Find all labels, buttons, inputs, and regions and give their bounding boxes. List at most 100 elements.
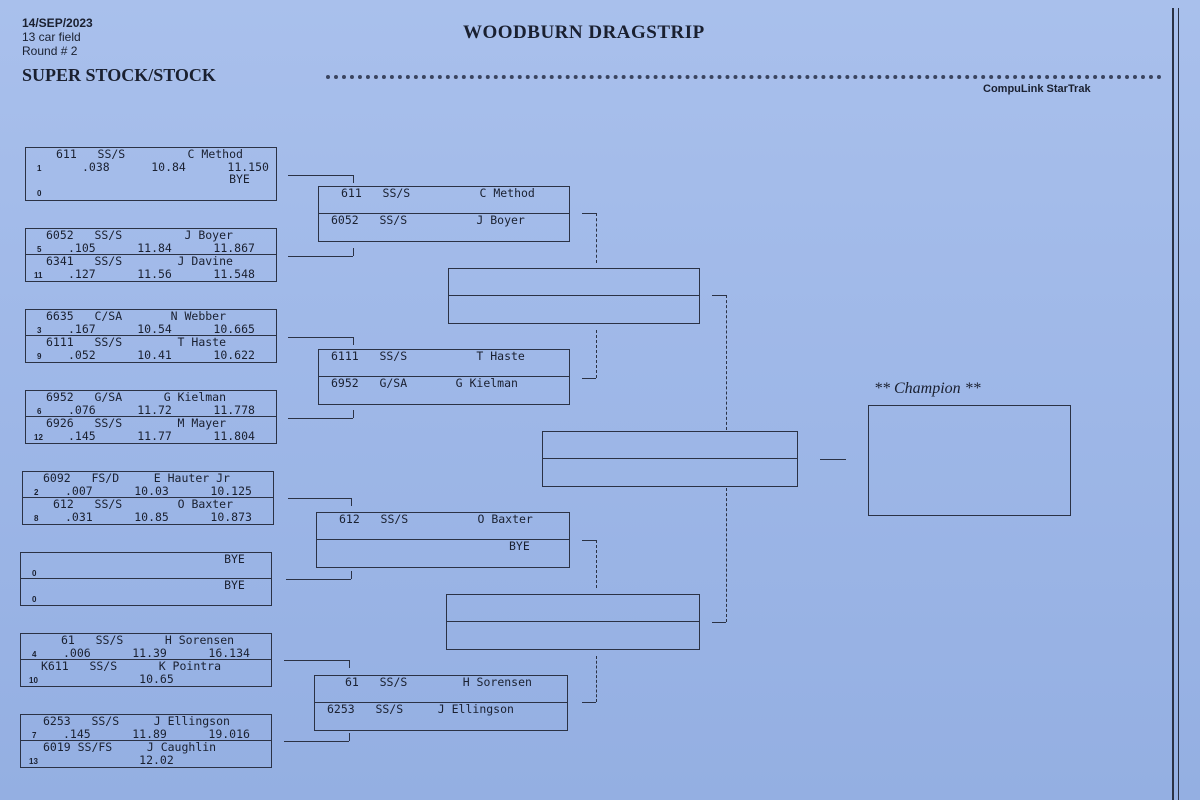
round3-pair-1	[448, 268, 700, 324]
seed-number: 0	[37, 189, 42, 198]
seed-number: 12	[34, 433, 43, 442]
entry-line2: .145 11.77 11.804	[68, 429, 255, 443]
entry-line1: BYE	[56, 172, 250, 186]
entry-line: 611 SS/S C Method	[341, 186, 535, 200]
entry-line2: 10.65	[63, 672, 174, 686]
lane-entry[interactable]: 6952 G/SA G Kielman 6 .076 11.72 11.778	[26, 391, 276, 418]
lane-entry[interactable]: 6253 SS/S J Ellingson	[315, 702, 567, 730]
lane-entry[interactable]: 61 SS/S H Sorensen	[315, 676, 567, 704]
lane-entry[interactable]: 612 SS/S O Baxter	[317, 513, 569, 541]
entry-line1: 6253 SS/S J Ellingson	[43, 714, 230, 728]
bracket-connector	[712, 295, 726, 296]
lane-entry[interactable]: 6052 SS/S J Boyer	[319, 213, 569, 241]
entry-line1: 6092 FS/D E Hauter Jr	[43, 471, 230, 485]
bracket-connector	[582, 378, 596, 379]
seed-number: 13	[29, 757, 38, 766]
bracket-connector	[726, 488, 727, 622]
seed-number: 4	[32, 650, 37, 659]
round1-pair-8: 6253 SS/S J Ellingson 7 .145 11.89 19.01…	[20, 714, 272, 768]
lane-entry[interactable]: 6926 SS/S M Mayer 12 .145 11.77 11.804	[26, 416, 276, 443]
round1-pair-1: 611 SS/S C Method 1 .038 10.84 11.150 BY…	[25, 147, 277, 201]
lane-entry[interactable]: BYE 0	[21, 553, 271, 580]
lane-entry[interactable]: 61 SS/S H Sorensen 4 .006 11.39 16.134	[21, 634, 271, 661]
lane-entry[interactable]: BYE	[317, 539, 569, 567]
bracket-connector	[820, 459, 846, 460]
lane-entry[interactable]: 6341 SS/S J Davine 11 .127 11.56 11.548	[26, 254, 276, 281]
lane-entry[interactable]	[447, 621, 699, 649]
lane-entry[interactable]: 611 SS/S C Method 1 .038 10.84 11.150	[26, 148, 276, 175]
round2-pair-4: 61 SS/S H Sorensen 6253 SS/S J Ellingson	[314, 675, 568, 731]
entry-line: 6052 SS/S J Boyer	[331, 213, 525, 227]
entry-line: 6111 SS/S T Haste	[331, 349, 525, 363]
final-pair	[542, 431, 798, 487]
field-size: 13 car field	[22, 30, 81, 44]
lane-entry[interactable]	[449, 269, 699, 297]
bracket-connector	[288, 337, 353, 338]
lane-entry[interactable]	[543, 458, 797, 486]
entry-line2: .167 10.54 10.665	[68, 322, 255, 336]
lane-entry[interactable]: 611 SS/S C Method	[319, 187, 569, 215]
lane-entry[interactable]	[447, 595, 699, 623]
entry-line: 61 SS/S H Sorensen	[345, 675, 532, 689]
lane-entry[interactable]: 6635 C/SA N Webber 3 .167 10.54 10.665	[26, 310, 276, 337]
entry-line1: BYE	[51, 552, 245, 566]
round1-pair-4: 6952 G/SA G Kielman 6 .076 11.72 11.778 …	[25, 390, 277, 444]
entry-line2: .007 10.03 10.125	[65, 484, 252, 498]
bracket-connector	[712, 622, 726, 623]
lane-entry[interactable]: 6052 SS/S J Boyer 5 .105 11.84 11.867	[26, 229, 276, 256]
entry-line: 6253 SS/S J Ellingson	[327, 702, 514, 716]
lane-entry[interactable]: 6253 SS/S J Ellingson 7 .145 11.89 19.01…	[21, 715, 271, 742]
round1-pair-5: 6092 FS/D E Hauter Jr 2 .007 10.03 10.12…	[22, 471, 274, 525]
page-edge-line-inner	[1178, 8, 1179, 800]
entry-line1: 6926 SS/S M Mayer	[46, 416, 227, 430]
lane-entry[interactable]: K611 SS/S K Pointra 10 10.65	[21, 659, 271, 686]
entry-line2: .127 11.56 11.548	[68, 267, 255, 281]
seed-number: 10	[29, 676, 38, 685]
lane-entry[interactable]: 6111 SS/S T Haste 9 .052 10.41 10.622	[26, 335, 276, 362]
entry-line2: .076 11.72 11.778	[68, 403, 255, 417]
lane-entry[interactable]: BYE 0	[26, 173, 276, 200]
round2-pair-1: 611 SS/S C Method 6052 SS/S J Boyer	[318, 186, 570, 242]
round1-pair-6: BYE 0 BYE 0	[20, 552, 272, 606]
bracket-connector	[288, 175, 353, 176]
header-dotted-rule	[326, 75, 1162, 79]
entry-line1: 6341 SS/S J Davine	[46, 254, 233, 268]
bracket-connector	[284, 660, 349, 661]
champion-box[interactable]	[868, 405, 1071, 516]
entry-line1: 6635 C/SA N Webber	[46, 309, 227, 323]
seed-number: 0	[32, 595, 37, 604]
lane-entry[interactable]: 6092 FS/D E Hauter Jr 2 .007 10.03 10.12…	[23, 472, 273, 499]
bracket-connector	[353, 248, 354, 256]
round3-pair-2	[446, 594, 700, 650]
lane-entry[interactable]: 612 SS/S O Baxter 8 .031 10.85 10.873	[23, 497, 273, 524]
entry-line: 6952 G/SA G Kielman	[331, 376, 518, 390]
bracket-connector	[288, 418, 353, 419]
seed-number: 3	[37, 326, 42, 335]
bracket-connector	[582, 702, 596, 703]
bracket-connector	[284, 741, 349, 742]
lane-entry[interactable]	[543, 432, 797, 460]
lane-entry[interactable]: 6952 G/SA G Kielman	[319, 376, 569, 404]
entry-line: BYE	[329, 539, 530, 553]
bracket-connector	[596, 330, 597, 378]
lane-entry[interactable]: 6019 SS/FS J Caughlin 13 12.02	[21, 740, 271, 767]
bracket-connector	[349, 660, 350, 668]
entry-line2: .038 10.84 11.150	[82, 160, 269, 174]
entry-line1: 6111 SS/S T Haste	[46, 335, 227, 349]
seed-number: 0	[32, 569, 37, 578]
round1-pair-2: 6052 SS/S J Boyer 5 .105 11.84 11.867 63…	[25, 228, 277, 282]
lane-entry[interactable]: 6111 SS/S T Haste	[319, 350, 569, 378]
entry-line1: 61 SS/S H Sorensen	[61, 633, 235, 647]
seed-number: 9	[37, 352, 42, 361]
entry-line2: .006 11.39 16.134	[63, 646, 250, 660]
entry-line2: .031 10.85 10.873	[65, 510, 252, 524]
lane-entry[interactable]	[449, 295, 699, 323]
page-edge-line	[1172, 8, 1174, 800]
lane-entry[interactable]: BYE 0	[21, 578, 271, 605]
bracket-connector	[349, 733, 350, 741]
bracket-connector	[582, 540, 596, 541]
entry-line2: 12.02	[63, 753, 174, 767]
entry-line1: 612 SS/S O Baxter	[53, 497, 234, 511]
entry-line1: 6052 SS/S J Boyer	[46, 228, 233, 242]
seed-number: 6	[37, 407, 42, 416]
